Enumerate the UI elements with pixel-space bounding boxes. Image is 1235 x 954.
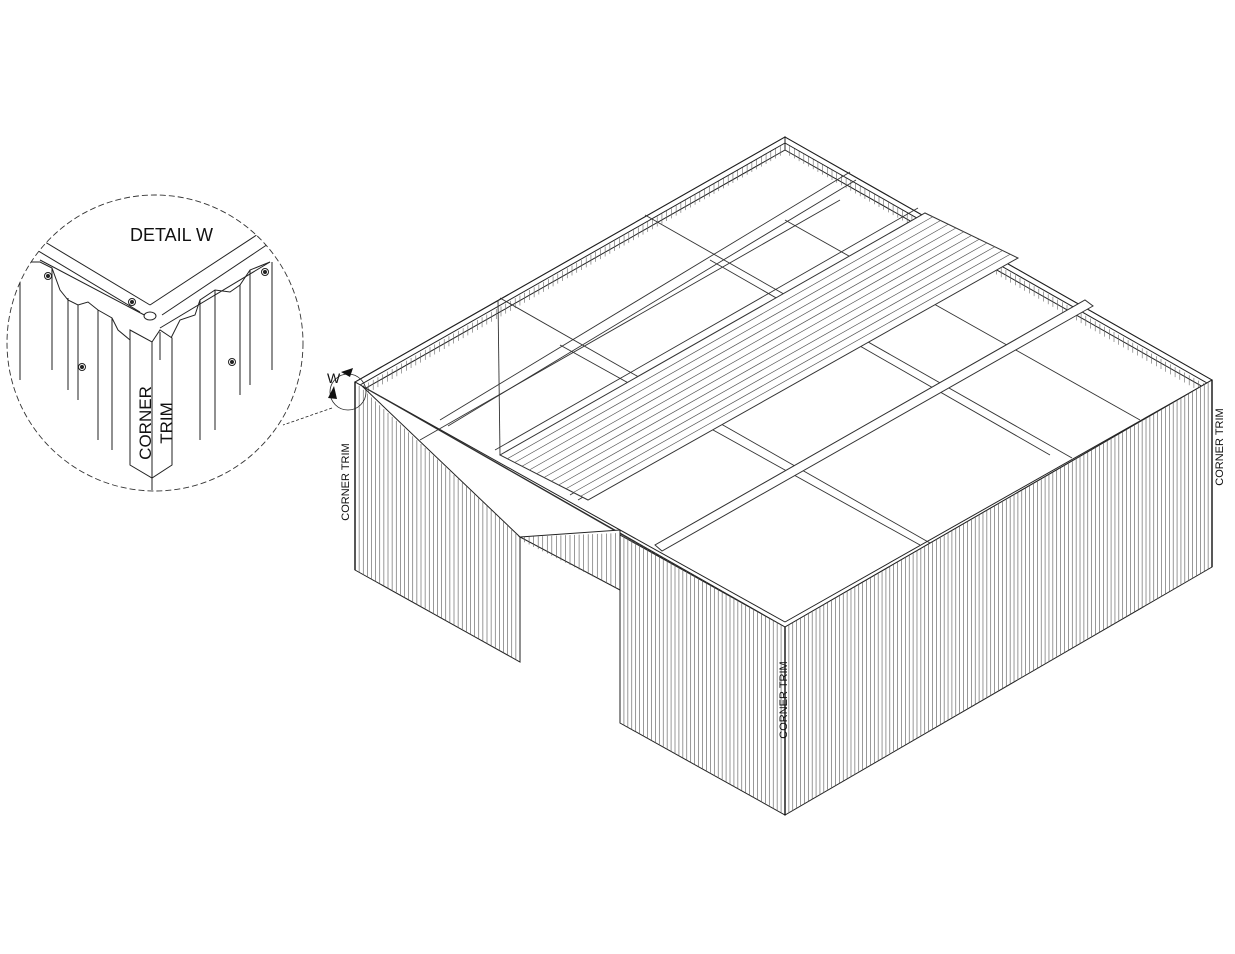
front-wall-right-ribs [624,535,781,813]
detail-corner-label-2: TRIM [157,402,176,444]
detail-w-title: DETAIL W [130,225,213,245]
detail-w-bubble: DETAIL W CORNER TRIM [0,195,310,491]
left-front-wall [355,382,520,662]
door-header [520,530,620,590]
door-header-ribs [525,533,616,588]
callout-marker-w: W [327,370,341,386]
rafter [498,300,500,455]
leader-line [283,408,332,425]
roof-panel-rib [529,228,956,470]
detail-corner-label-1: CORNER [136,386,155,460]
roof-panel-rib [559,243,987,485]
roof-panel-rib [537,232,964,474]
right-side-wall [785,380,1212,815]
roof-panel-rib [573,251,1002,493]
left-corner-trim-label: CORNER TRIM [340,443,352,520]
front-wall-right [620,530,785,815]
roof-panel-rib [551,239,979,481]
roof-panel-rib [544,236,972,478]
right-corner-trim-label: CORNER TRIM [1214,408,1226,485]
front-corner-trim-label: CORNER TRIM [778,661,790,738]
roof-panel-rib [566,247,995,489]
